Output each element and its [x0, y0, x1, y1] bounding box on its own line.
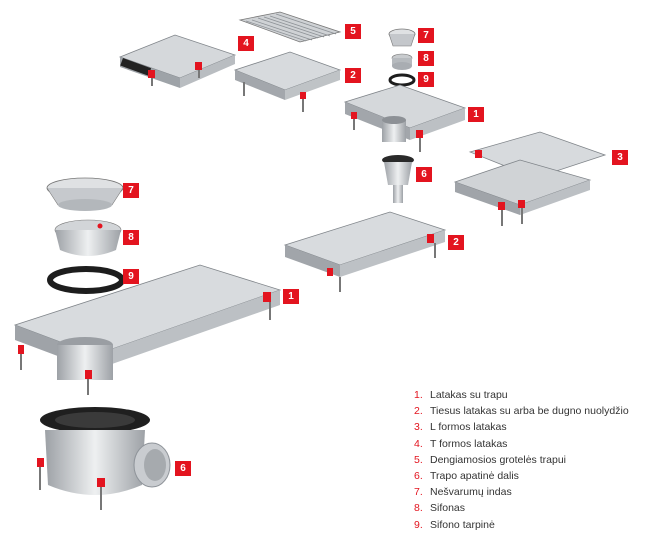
- badge-9-top: 9: [418, 72, 434, 87]
- grate: [238, 11, 342, 43]
- siphon-gasket-large: [47, 266, 125, 294]
- legend-item: 6.Trapo apatinė dalis: [414, 470, 519, 483]
- legend-item: 4.T formos latakas: [414, 437, 508, 450]
- legend-item: 3.L formos latakas: [414, 421, 507, 434]
- legend-item: 1.Latakas su trapu: [414, 389, 508, 401]
- legend-item: 2.Tiesus latakas su arba be dugno nuolyd…: [414, 405, 629, 418]
- drain-channel-large: [13, 264, 282, 395]
- dirt-basket-large: [46, 177, 124, 211]
- badge-5: 5: [345, 24, 361, 39]
- badge-4: 4: [238, 36, 254, 51]
- straight-channel-mid: [283, 211, 447, 292]
- badge-7: 7: [123, 183, 139, 198]
- t-channel: [118, 34, 237, 88]
- legend-item: 5.Dengiamosios grotelės trapui: [414, 453, 566, 466]
- straight-channel-top: [233, 51, 342, 112]
- badge-9: 9: [123, 269, 139, 284]
- legend-item: 8.Sifonas: [414, 502, 466, 515]
- badge-8-top: 8: [418, 51, 434, 66]
- drain-channel-mid: [343, 84, 467, 152]
- badge-3: 3: [612, 150, 628, 165]
- legend-item: 7.Nešvarumų indas: [414, 486, 512, 499]
- siphon-gasket-small: [388, 73, 416, 87]
- badge-6: 6: [175, 461, 191, 476]
- parts-legend: 1.Latakas su trapu 2.Tiesus latakas su a…: [414, 387, 629, 533]
- drain-body-small: [382, 155, 414, 203]
- drain-body-large: [37, 407, 171, 510]
- badge-2-top: 2: [345, 68, 361, 83]
- badge-7-top: 7: [418, 28, 434, 43]
- badge-8: 8: [123, 230, 139, 245]
- legend-item: 9.Sifono tarpinė: [414, 518, 495, 531]
- l-channel: [453, 131, 607, 226]
- badge-1: 1: [283, 289, 299, 304]
- badge-2-mid: 2: [448, 235, 464, 250]
- siphon-large: [54, 219, 122, 256]
- siphon-small: [391, 53, 413, 70]
- badge-6-top: 6: [416, 167, 432, 182]
- badge-1-mid: 1: [468, 107, 484, 122]
- dirt-basket-small: [388, 28, 416, 47]
